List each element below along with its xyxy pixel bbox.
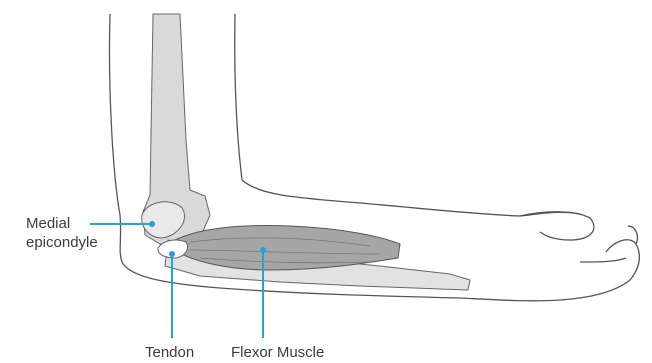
flexor-muscle-label: Flexor Muscle: [231, 343, 324, 362]
tendon-leader-dot: [169, 251, 175, 257]
hand-outline: [520, 212, 639, 300]
tendon-label: Tendon: [145, 343, 194, 362]
flexor-muscle-leader-dot: [260, 247, 266, 253]
forearm-top-outline: [242, 180, 580, 216]
medial-epicondyle-leader-dot: [149, 221, 155, 227]
medial-epicondyle-label: Medial epicondyle: [26, 214, 98, 252]
flexor-muscle: [175, 226, 400, 270]
medial-epicondyle-label-line1: Medial: [26, 214, 98, 233]
medial-epicondyle-label-line2: epicondyle: [26, 233, 98, 252]
